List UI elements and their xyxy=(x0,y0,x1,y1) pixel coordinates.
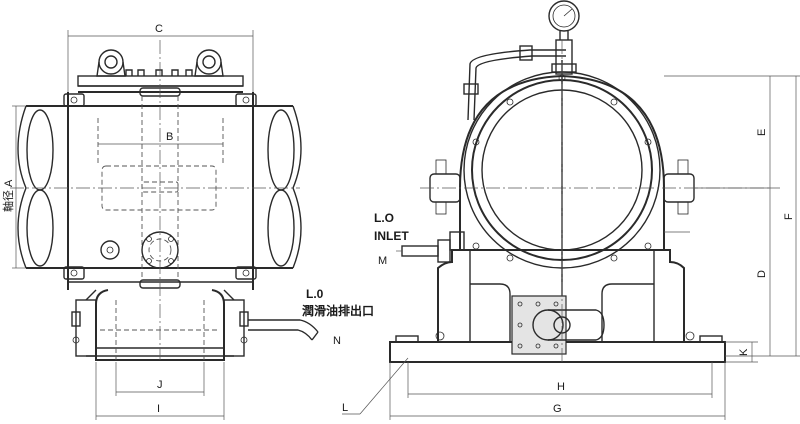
dimension-i: I xyxy=(95,362,225,420)
lifting-eye-bolt-left xyxy=(96,49,126,77)
lifting-eye-bolt-right xyxy=(194,49,224,77)
oil-port-flange xyxy=(100,231,179,269)
dimension-k: K xyxy=(725,341,758,363)
bearing-housing-side xyxy=(63,75,257,290)
dimension-a: 軸径 A xyxy=(1,105,26,269)
front-view: E D F K H G xyxy=(342,0,800,420)
dimension-f: F xyxy=(725,76,800,357)
housing-bolts xyxy=(435,74,695,341)
dimension-label-h: H xyxy=(557,381,565,393)
dimension-b: B xyxy=(98,131,223,145)
dimension-h: H xyxy=(407,362,713,398)
pedestal-inner-right xyxy=(601,283,654,342)
dimension-label-d: D xyxy=(756,270,768,278)
dimension-label-c: C xyxy=(155,23,163,35)
inspection-cover xyxy=(511,295,605,355)
dimension-label-f: F xyxy=(783,213,795,220)
dimension-g: G xyxy=(389,362,726,420)
inlet-label-line1: L.O xyxy=(374,211,394,225)
pedestal-ribs xyxy=(469,250,655,342)
pedestal-inner-left xyxy=(470,283,511,342)
dimension-label-b: B xyxy=(166,131,173,143)
dimension-j: J xyxy=(115,362,205,396)
dimension-label-n: N xyxy=(333,335,341,347)
drain-pipe xyxy=(248,319,319,341)
split-flange-left xyxy=(429,159,461,215)
dimension-label-e: E xyxy=(756,129,768,136)
dimension-label-j: J xyxy=(157,379,163,391)
drain-label-line1: L.0 xyxy=(306,287,324,301)
dimension-d: D xyxy=(756,188,771,356)
dimension-label-g: G xyxy=(553,403,562,415)
inlet-label-line2: INLET xyxy=(374,229,409,243)
dimension-c: C xyxy=(67,23,254,92)
dimension-label-k: K xyxy=(738,348,750,356)
oil-supply-tube xyxy=(463,39,577,121)
leader-l: L xyxy=(342,357,409,415)
internal-hidden-lines xyxy=(97,96,224,282)
shaft xyxy=(17,105,302,269)
pressure-gauge xyxy=(548,0,580,40)
top-fins xyxy=(125,69,193,76)
shaft-diameter-label: 軸径 A xyxy=(1,179,15,212)
dimension-label-l: L xyxy=(342,402,348,414)
dimension-label-m: M xyxy=(378,255,387,267)
split-flange-right xyxy=(663,159,695,215)
dimension-label-i: I xyxy=(157,403,160,415)
cover-bolts xyxy=(517,301,559,349)
inlet-port xyxy=(396,231,465,263)
dimension-e: E xyxy=(664,75,800,189)
drain-label-line2: 潤滑油排出口 xyxy=(302,303,374,318)
side-view: C B 軸径 A J I L.0 潤滑油排出口 xyxy=(1,23,374,420)
